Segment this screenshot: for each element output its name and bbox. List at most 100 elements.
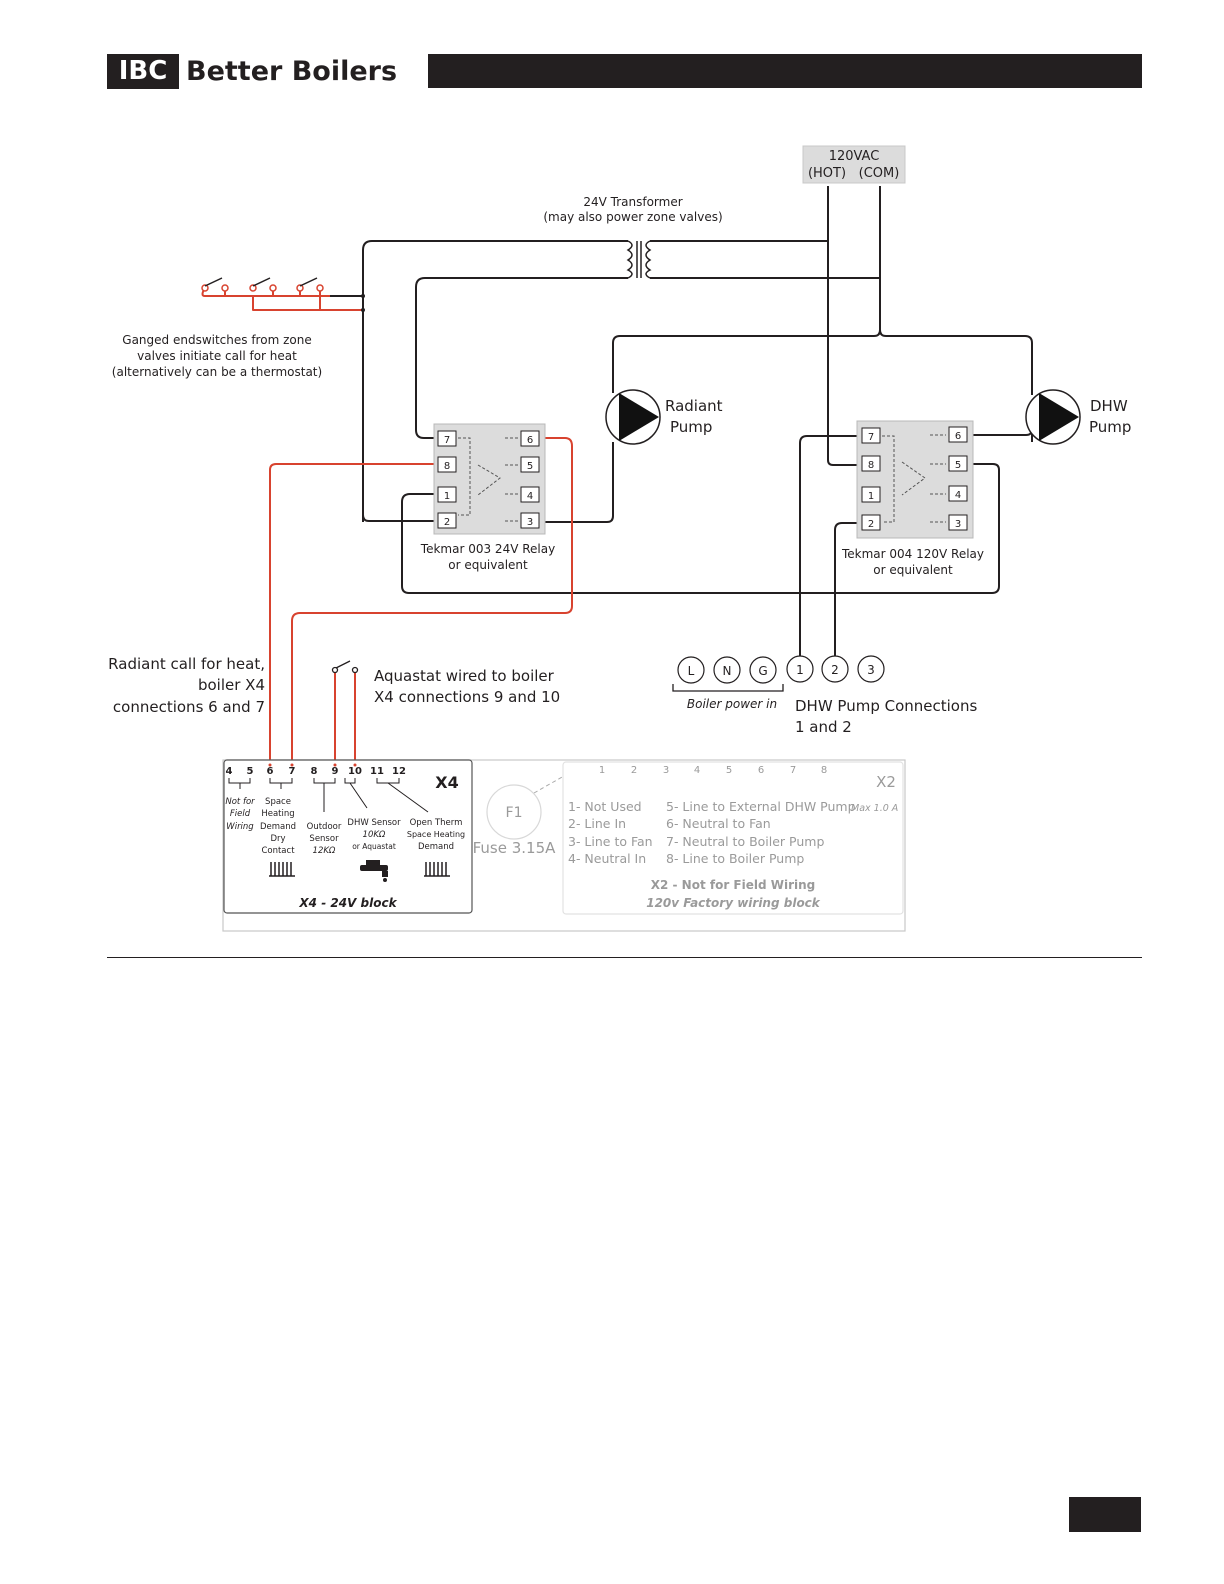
x4-caption: X4 - 24V block: [298, 896, 397, 910]
relay-left-pin-3: 3: [527, 517, 533, 528]
x2-num-2: 2: [631, 765, 637, 776]
relay-left-pin-4: 4: [527, 491, 533, 502]
x2-item-8: 8- Line to Boiler Pump: [666, 851, 804, 866]
relay-left-pin-2: 2: [444, 517, 450, 528]
boiler-terminal-panel: [222, 759, 906, 932]
relay-right-pin-5: 5: [955, 460, 961, 471]
faucet-icon: [360, 860, 388, 882]
supply-box: 120VAC (HOT) (COM): [802, 145, 906, 184]
endswitch-note-2: valves initiate call for heat: [137, 349, 297, 363]
radiant-call-note-3: connections 6 and 7: [113, 698, 265, 716]
page-number-box: [1069, 1497, 1141, 1532]
x4-title: X4: [435, 773, 458, 792]
relay-left-pin-8: 8: [444, 461, 450, 472]
x4-num-11: 11: [370, 766, 384, 777]
fuse-f1: F1 Fuse 3.15A: [473, 765, 581, 857]
relay-left-pin-6: 6: [527, 435, 533, 446]
black-wires: [330, 186, 1033, 657]
relay-right-label-2: or equivalent: [873, 563, 953, 577]
x2-item-7: 7- Neutral to Boiler Pump: [666, 834, 824, 849]
relay-left-label-1: Tekmar 003 24V Relay: [420, 542, 555, 556]
x4-block: X4 4 5 6 7 8 9 10 11 12 Not for Field Wi…: [223, 759, 473, 914]
relay-left-pin-5: 5: [527, 461, 533, 472]
x2-num-4: 4: [694, 765, 700, 776]
relay-right-pin-8: 8: [868, 460, 874, 471]
supply-com: (COM): [859, 166, 900, 181]
x4-opentherm-1: Open Therm: [410, 818, 463, 828]
transformer-label-1: 24V Transformer: [583, 195, 682, 209]
radiator-icon: [269, 862, 295, 877]
fuse-rating: Fuse 3.15A: [473, 839, 557, 857]
terminal-3: 3: [867, 663, 875, 677]
x2-item-3: 3- Line to Fan: [568, 834, 653, 849]
red-wires: [201, 287, 573, 765]
x4-dhw-1: DHW Sensor: [347, 818, 401, 828]
x2-num-8: 8: [821, 765, 827, 776]
radiant-call-note-2: boiler X4: [198, 676, 265, 694]
x4-opentherm-3: Demand: [418, 842, 454, 852]
terminal-1: 1: [796, 663, 804, 677]
relay-right-pin-7: 7: [868, 432, 874, 443]
x4-outdoor-2: Sensor: [309, 834, 339, 844]
endswitches: [201, 277, 365, 312]
dhw-connections-label-1: DHW Pump Connections: [795, 697, 977, 715]
transformer-symbol: [626, 240, 652, 279]
dhw-pump-label-2: Pump: [1089, 418, 1131, 436]
x4-num-12: 12: [392, 766, 406, 777]
terminal-n: N: [723, 664, 732, 678]
relay-right: 7 8 1 2 6 5 4 3: [856, 420, 974, 539]
wiring-diagram: 120VAC (HOT) (COM): [108, 145, 1131, 932]
radiant-pump-label-1: Radiant: [665, 397, 723, 415]
relay-right-pin-3: 3: [955, 519, 961, 530]
supply-voltage: 120VAC: [829, 149, 880, 164]
x2-item-2: 2- Line In: [568, 816, 626, 831]
x2-num-5: 5: [726, 765, 732, 776]
x4-space-1: Space: [265, 797, 291, 807]
relay-left-pin-7: 7: [444, 435, 450, 446]
x4-num-9: 9: [332, 766, 339, 777]
x2-num-1: 1: [599, 765, 605, 776]
x4-wire-ends: [268, 763, 357, 767]
x4-space-5: Contact: [261, 846, 295, 856]
radiant-call-note-1: Radiant call for heat,: [108, 655, 265, 673]
x4-num-10: 10: [348, 766, 362, 777]
x4-not-field-3: Wiring: [226, 822, 254, 832]
x4-outdoor-3: 12KΩ: [313, 846, 336, 856]
fuse-id: F1: [506, 805, 523, 821]
dhw-connections-label-2: 1 and 2: [795, 718, 852, 736]
x2-max-note: Max 1.0 A: [851, 803, 898, 814]
relay-left: 7 8 1 2 6 5 4 3: [433, 423, 546, 535]
endswitch-note-3: (alternatively can be a thermostat): [112, 365, 322, 379]
x4-not-field-2: Field: [230, 809, 251, 819]
x4-space-2: Heating: [261, 809, 294, 819]
relay-right-pin-4: 4: [955, 490, 961, 501]
terminal-l: L: [688, 664, 695, 678]
radiant-pump-icon: [605, 389, 661, 445]
x4-space-3: Demand: [260, 822, 296, 832]
x4-num-7: 7: [289, 766, 296, 777]
x2-item-6: 6- Neutral to Fan: [666, 816, 771, 831]
x4-num-8: 8: [311, 766, 318, 777]
x2-caption-1: X2 - Not for Field Wiring: [651, 878, 816, 892]
relay-right-pin-2: 2: [868, 519, 874, 530]
aquastat-switch: [331, 660, 359, 674]
x4-num-6: 6: [267, 766, 274, 777]
x2-num-6: 6: [758, 765, 764, 776]
x2-item-4: 4- Neutral In: [568, 851, 646, 866]
x4-num-4: 4: [226, 766, 233, 777]
terminal-circles: [677, 655, 885, 684]
terminal-2: 2: [831, 663, 839, 677]
radiant-pump-label-2: Pump: [670, 418, 712, 436]
relay-right-pin-6: 6: [955, 431, 961, 442]
x2-num-7: 7: [790, 765, 796, 776]
x2-caption-2: 120v Factory wiring block: [646, 896, 821, 910]
x2-block: X2 1 2 3 4 5 6 7 8 1- Not Used 2- Line I…: [562, 761, 904, 915]
aquastat-note-2: X4 connections 9 and 10: [374, 688, 560, 706]
header-bar: [428, 54, 1142, 88]
x4-opentherm-2: Space Heating: [407, 830, 465, 839]
x2-item-5: 5- Line to External DHW Pump: [666, 799, 856, 814]
endswitch-note-1: Ganged endswitches from zone: [122, 333, 311, 347]
relay-right-label-1: Tekmar 004 120V Relay: [841, 547, 984, 561]
divider-rule: [107, 957, 1142, 958]
dhw-pump-label-1: DHW: [1090, 397, 1128, 415]
